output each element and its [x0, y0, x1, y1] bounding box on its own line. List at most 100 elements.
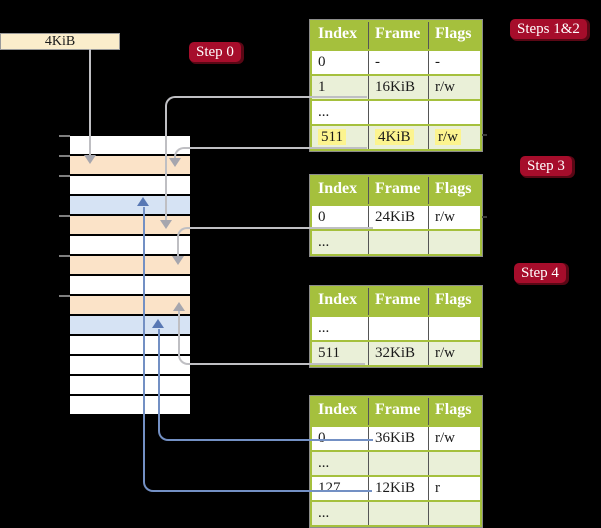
- table-cell: [428, 317, 480, 340]
- table-cell: 127: [318, 480, 341, 496]
- table-cell: 511: [312, 126, 368, 149]
- arrow-up-icon: [152, 319, 164, 328]
- arrow-down-icon: [84, 155, 96, 164]
- memory-frame-row: [70, 396, 190, 416]
- table-cell: r/w: [428, 427, 480, 450]
- table-row: ...: [312, 99, 480, 124]
- table-cell: r/w: [428, 126, 480, 149]
- table-cell: [368, 101, 428, 124]
- arrow-4kib-label-to-frame: [89, 49, 93, 156]
- table-cell: r/w: [428, 342, 480, 365]
- table-cell: [368, 502, 428, 525]
- memory-tick: [59, 175, 70, 177]
- memory-frame-row: [70, 136, 190, 156]
- table-cell: 0: [318, 209, 326, 225]
- memory-frame-row: [70, 296, 190, 316]
- table-cell: 24KiB: [368, 206, 428, 229]
- memory-tick: [59, 155, 70, 157]
- memory-frame-row: [70, 376, 190, 396]
- connector-table1-index1-to-frame-16kib: [165, 96, 367, 222]
- memory-frame-row: [70, 236, 190, 256]
- table-cell: [368, 231, 428, 254]
- table-cell: [368, 317, 428, 340]
- clipped-line-stub: [482, 134, 487, 136]
- table-cell: r/w: [428, 206, 480, 229]
- connector-table4-index0-to-frame-36kib: [158, 329, 373, 441]
- table-row: ...: [312, 450, 480, 475]
- table-cell: 12KiB: [368, 477, 428, 500]
- table-row: ...: [312, 315, 480, 340]
- column-header: Index: [318, 291, 358, 308]
- arrow-down-icon: [160, 220, 172, 229]
- memory-frame-row: [70, 176, 190, 196]
- table-cell: [428, 231, 480, 254]
- clipped-line-stub: [482, 216, 487, 218]
- connector-table3-index511-to-frame-32kib: [178, 311, 365, 365]
- table-cell: ...: [318, 104, 330, 120]
- memory-tick: [59, 295, 70, 297]
- column-header: Frame: [368, 177, 428, 204]
- arrow-down-icon: [172, 256, 184, 265]
- table-cell: 511: [318, 345, 340, 361]
- frame-size-label: 4KiB: [0, 33, 120, 50]
- memory-tick: [59, 215, 70, 217]
- table-cell: [428, 101, 480, 124]
- memory-frame-row: [70, 156, 190, 176]
- step-4-badge: Step 4: [514, 263, 566, 283]
- table-cell: 1: [318, 79, 326, 95]
- column-header: Index: [318, 25, 358, 42]
- memory-tick: [59, 255, 70, 257]
- table-cell: 16KiB: [368, 76, 428, 99]
- memory-frame-row: [70, 356, 190, 376]
- table-row: ...: [312, 500, 480, 525]
- column-header: Index: [318, 180, 358, 197]
- table-cell: [428, 502, 480, 525]
- table-cell: 0: [318, 54, 326, 70]
- arrow-down-icon: [169, 158, 181, 167]
- memory-frame-row: [70, 276, 190, 296]
- column-header: Index: [318, 401, 358, 418]
- steps-1-and-2-badge: Steps 1&2: [510, 19, 587, 39]
- table-cell: ...: [318, 320, 330, 336]
- table-cell: 36KiB: [368, 427, 428, 450]
- table-cell: [368, 452, 428, 475]
- table-cell: 0: [318, 430, 326, 446]
- connector-table4-index127-to-frame-12kib: [143, 207, 372, 492]
- table-cell: 32KiB: [368, 342, 428, 365]
- column-header: Flags: [428, 288, 480, 315]
- table-cell: [428, 452, 480, 475]
- step-3-badge: Step 3: [520, 156, 572, 176]
- column-header: Flags: [428, 22, 480, 49]
- table-row: 0 --: [312, 49, 480, 74]
- arrow-up-icon: [137, 197, 149, 206]
- table-cell: 4KiB: [368, 126, 428, 149]
- memory-frame-row: [70, 336, 190, 356]
- column-header: Frame: [368, 22, 428, 49]
- table-cell: r/w: [428, 76, 480, 99]
- table-cell: -: [428, 51, 480, 74]
- table-cell: ...: [318, 455, 330, 471]
- memory-frame-row: [70, 196, 190, 216]
- table-cell: -: [368, 51, 428, 74]
- column-header: Frame: [368, 288, 428, 315]
- table-row: ...: [312, 229, 480, 254]
- column-header: Flags: [428, 177, 480, 204]
- step-0-badge: Step 0: [189, 42, 241, 62]
- connector-table1-index511-to-frame-4kib: [174, 147, 367, 159]
- table-cell: ...: [318, 234, 330, 250]
- memory-frame-row: [70, 256, 190, 276]
- memory-tick: [59, 135, 70, 137]
- table-cell: ...: [318, 505, 330, 521]
